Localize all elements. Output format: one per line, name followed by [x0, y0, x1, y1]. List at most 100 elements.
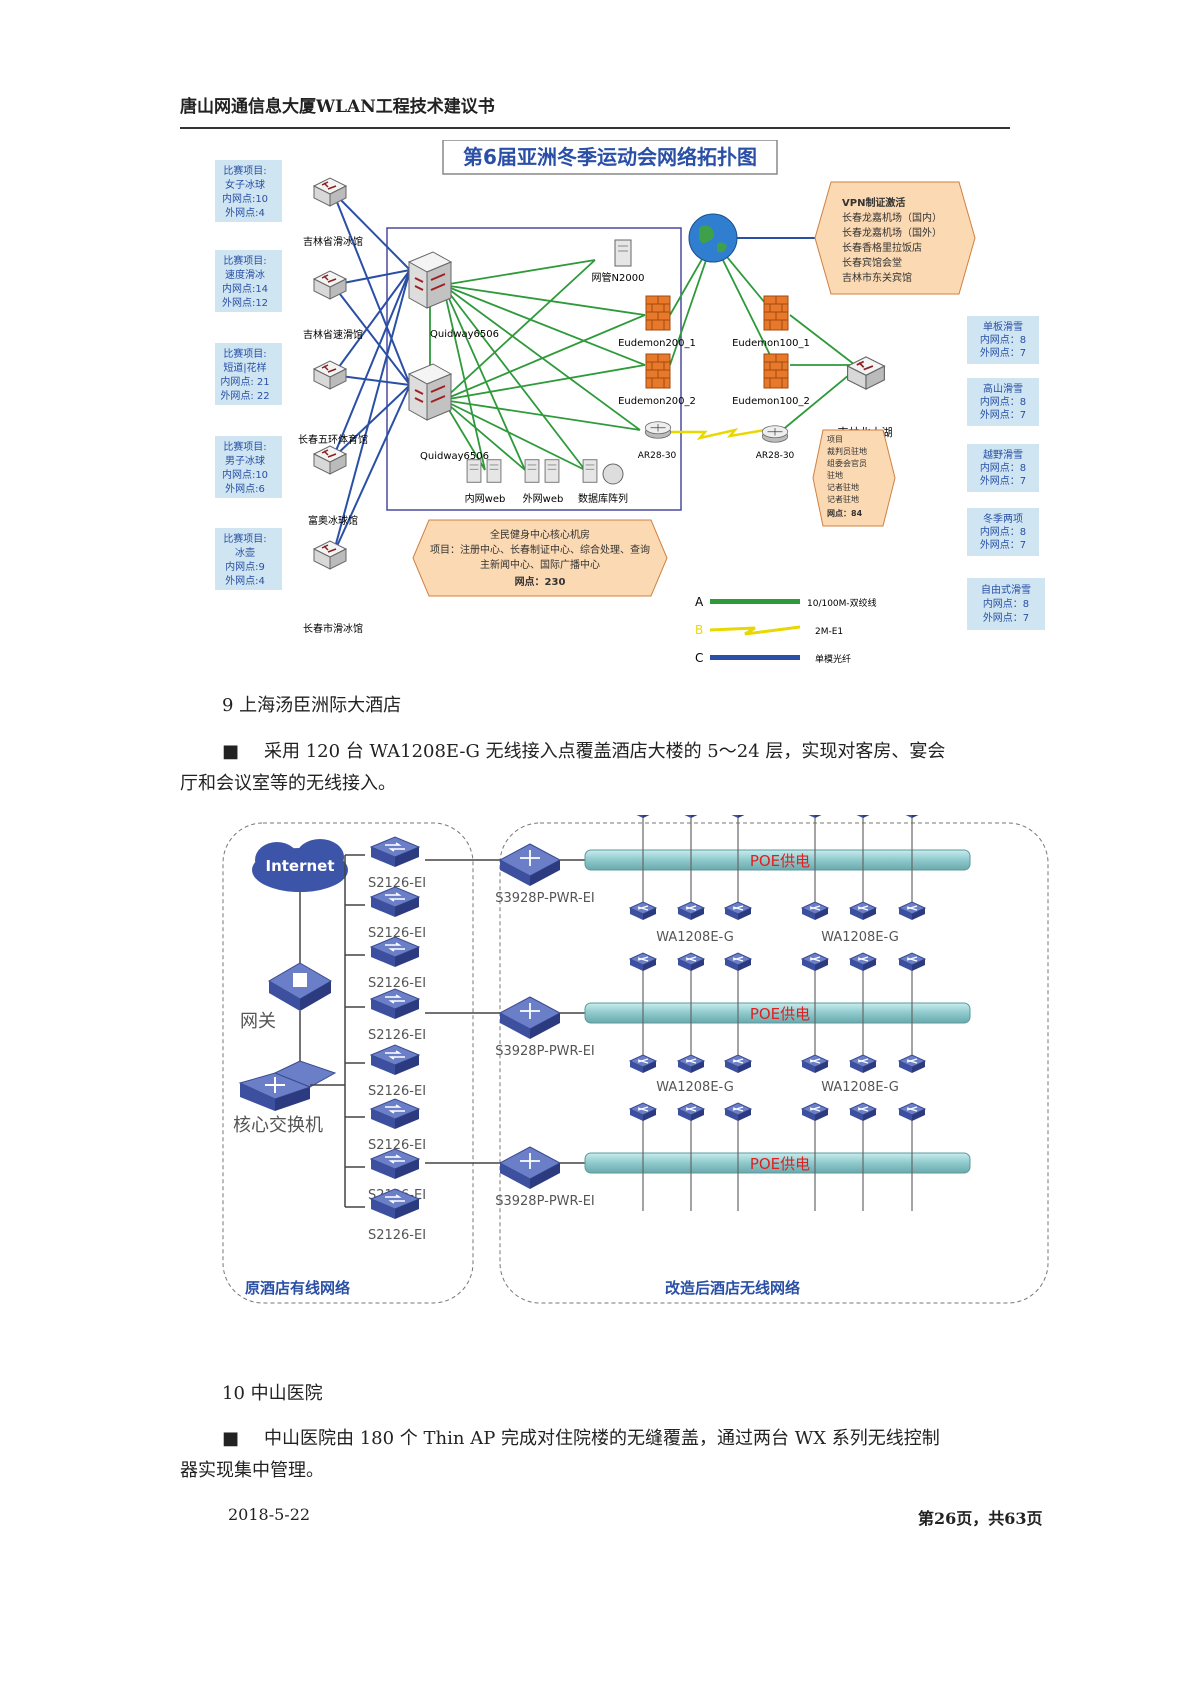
poe-bus [584, 849, 971, 871]
access-switch-label: S2126-EI [368, 1138, 426, 1153]
database-icon [602, 463, 624, 485]
aggregation-switch-icon [498, 996, 562, 1039]
access-point-icon [677, 952, 705, 972]
staff-line-5: 记者驻地 [827, 482, 859, 492]
remote-firewall-1-label: Eudemon100_1 [732, 338, 810, 349]
right-box-1-line-2: 内网点：8 [980, 333, 1026, 346]
legend-text-a: 10/100M-双绞线 [807, 597, 877, 609]
ap-group-label: WA1208E-G [656, 1080, 734, 1095]
access-point-icon [898, 815, 926, 819]
internet-globe-icon [688, 213, 738, 263]
section-9-bullet: ■ [222, 741, 240, 762]
legend-key-a: A [695, 595, 704, 609]
vpn-line-2: 长春龙嘉机场（国内） [842, 211, 942, 224]
core-room-line-1: 全民健身中心核心机房 [490, 528, 590, 541]
right-box-4-line-1: 冬季两项 [983, 512, 1023, 525]
section-9-paragraph-line-2: 厅和会议室等的无线接入。 [180, 773, 396, 794]
venue-4-line-4: 外网点:6 [225, 483, 265, 495]
remote-router-label: AR28-30 [756, 451, 795, 461]
poe-label: POE供电 [750, 1155, 810, 1173]
core-switch-1-label: Quidway6506 [430, 329, 499, 340]
firewall-icon [763, 295, 789, 331]
section-10-paragraph-line-1: 中山医院由 180 个 Thin AP 完成对住院楼的无缝覆盖，通过两台 WX … [264, 1428, 940, 1449]
right-box-3-line-2: 内网点：8 [980, 461, 1026, 474]
right-site-box-2 [967, 378, 1039, 426]
core-room-line-3: 主新闻中心、国际广播中心 [480, 558, 600, 571]
legend: A 10/100M-双绞线 B 2M-E1 C 单模光纤 [695, 595, 877, 665]
access-point-icon [801, 952, 829, 972]
access-point-icon [898, 901, 926, 921]
core-room-box [412, 519, 668, 597]
firewall-icon [645, 353, 671, 389]
access-point-icon [898, 1054, 926, 1074]
staff-line-3: 组委会官员 [827, 458, 867, 468]
venue-3-line-4: 外网点: 22 [220, 390, 269, 402]
core-switch-1-icon [408, 251, 452, 309]
right-site-box-3 [967, 444, 1039, 492]
access-point-icon [677, 901, 705, 921]
server-group: 内网web 外网web 数据库阵列 [465, 459, 628, 505]
access-switch-icon [370, 886, 420, 918]
globe-land-icon [699, 225, 727, 253]
poe-bus [584, 1002, 971, 1024]
venue-5-line-3: 内网点:9 [225, 560, 265, 573]
legend-text-c: 单模光纤 [815, 653, 851, 665]
legend-line-a [710, 599, 800, 604]
server-label-3: 数据库阵列 [578, 492, 628, 505]
server-icon [486, 459, 502, 483]
section-9-title: 9 上海汤臣洲际大酒店 [222, 695, 402, 716]
staff-line-2: 裁判员驻地 [827, 446, 867, 456]
access-point-icon [629, 1102, 657, 1122]
access-point-icon [898, 1102, 926, 1122]
vpn-line-4: 长春香格里拉饭店 [842, 241, 922, 254]
venue-box-1 [215, 160, 282, 222]
access-point-icon [724, 1054, 752, 1074]
topology-title-box [442, 140, 778, 175]
remote-switch-icon [846, 356, 886, 390]
legend-line-c [710, 655, 800, 660]
right-box-2-line-2: 内网点：8 [980, 395, 1026, 408]
venue-5-line-4: 外网点:4 [225, 575, 265, 587]
internet-cloud-icon [252, 839, 348, 892]
aggregation-switch-icon [498, 1146, 562, 1189]
aggregation-switch-label: S3928P-PWR-EI [495, 1044, 595, 1059]
footer-date: 2018-5-22 [228, 1505, 311, 1524]
venue-2-line-2: 速度滑冰 [225, 268, 265, 281]
venue-3-line-2: 短道|花样 [223, 361, 266, 374]
right-box-1-line-3: 外网点：7 [980, 347, 1026, 359]
access-point-icon [898, 952, 926, 972]
right-box-5-line-3: 外网点：7 [983, 612, 1029, 624]
header-divider [180, 127, 1010, 129]
core-room-frame [386, 227, 682, 511]
venue-1-line-1: 比赛项目: [223, 164, 266, 177]
venue-site-5: 长春市滑冰馆 [303, 622, 363, 635]
router-icon [761, 425, 789, 443]
venue-site-1: 吉林省滑冰馆 [303, 235, 363, 248]
ap-group-label: WA1208E-G [821, 1080, 899, 1095]
wired-network-frame [222, 822, 474, 1304]
right-site-box-5 [967, 578, 1045, 630]
core-switch-icon [238, 1060, 337, 1111]
footer-page-number: 第26页，共63页 [918, 1509, 1043, 1528]
right-box-4-line-3: 外网点：7 [980, 539, 1026, 551]
nms-server-icon [614, 239, 632, 267]
access-switch-label: S2126-EI [368, 876, 426, 891]
venue-4-line-2: 男子冰球 [225, 454, 265, 467]
venue-4-line-3: 内网点:10 [222, 468, 268, 481]
venue-5-line-1: 比赛项目: [223, 532, 266, 545]
access-point-icon [629, 952, 657, 972]
access-point-icon [724, 952, 752, 972]
right-box-2-line-1: 高山滑雪 [983, 382, 1023, 395]
access-point-icon [629, 1054, 657, 1074]
asian-games-topology-diagram: 第6届亚洲冬季运动会网络拓扑图 比赛项目: 女子冰球 内网点:10 外网点:4 … [215, 140, 1045, 665]
access-point-icon [849, 901, 877, 921]
section-10-title: 10 中山医院 [222, 1383, 323, 1404]
section-10-bullet: ■ [222, 1428, 240, 1449]
firewall-1-label: Eudemon200_1 [618, 338, 696, 349]
server-icon [582, 459, 598, 483]
firewall-icon [763, 353, 789, 389]
gateway-icon [268, 962, 332, 1011]
access-point-icon [629, 815, 657, 819]
venue-1-line-4: 外网点:4 [225, 207, 265, 219]
vpn-sites-box [814, 181, 976, 295]
